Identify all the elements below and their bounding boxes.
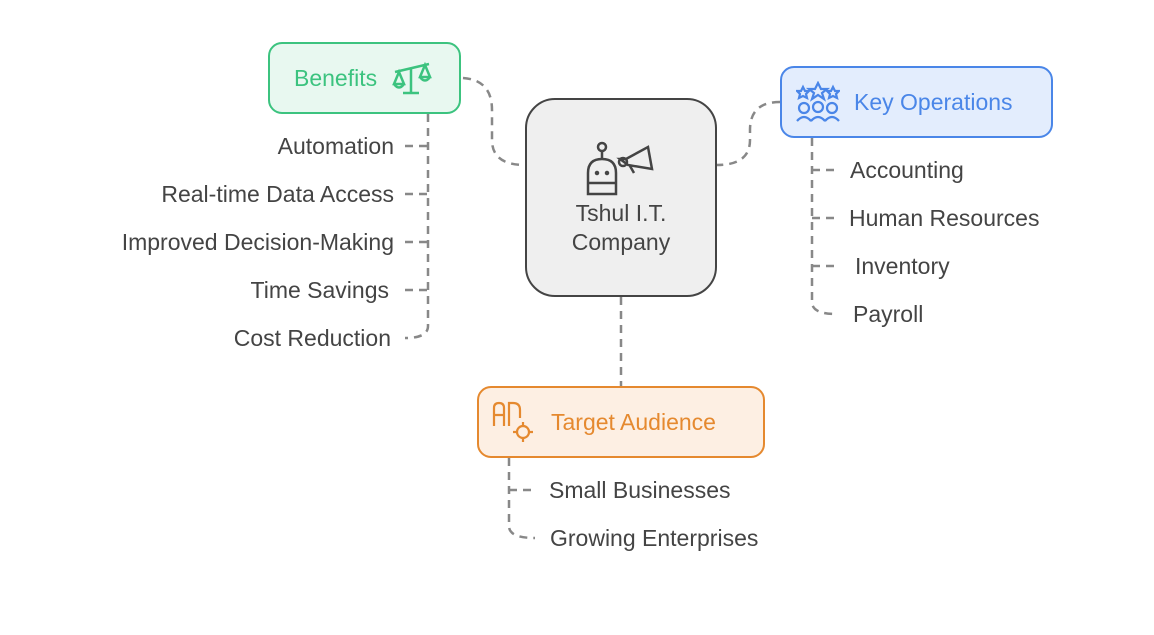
key-operations-title: Key Operations [854,88,1013,115]
target-audience-item: Small Businesses [549,477,731,503]
center-title-line1: Tshul I.T. [575,199,667,226]
key-operation-item: Inventory [855,253,950,279]
scale-icon [392,61,432,95]
team-stars-icon [796,81,840,122]
benefit-item: Improved Decision-Making [121,229,394,255]
keyops-branch [810,138,837,316]
benefits-tick [405,144,428,292]
benefit-item: Automation [277,133,394,159]
target-audience-item: Growing Enterprises [550,525,759,551]
key-operation-item: Payroll [853,301,924,327]
benefits-title: Benefits [294,64,378,91]
connector-key-operations [716,100,781,167]
keyops-tick [812,168,836,268]
benefit-item: Cost Reduction [233,325,391,351]
key-operation-item: Human Resources [849,205,1040,231]
robot-megaphone-icon [586,141,654,195]
target-audience-node[interactable]: Target Audience [477,386,765,458]
key-operations-node[interactable]: Key Operations [780,66,1053,138]
connector-benefits [462,76,526,167]
center-title-line2: Company [571,228,671,255]
benefit-item: Real-time Data Access [161,181,394,207]
center-node[interactable]: Tshul I.T. Company [525,98,717,297]
key-operation-item: Accounting [850,157,964,183]
benefits-branch [404,114,430,340]
benefit-item: Time Savings [250,277,389,303]
benefits-node[interactable]: Benefits [268,42,461,114]
ad-target-icon [492,401,533,442]
target-branch [507,458,536,540]
target-audience-title: Target Audience [551,408,716,435]
